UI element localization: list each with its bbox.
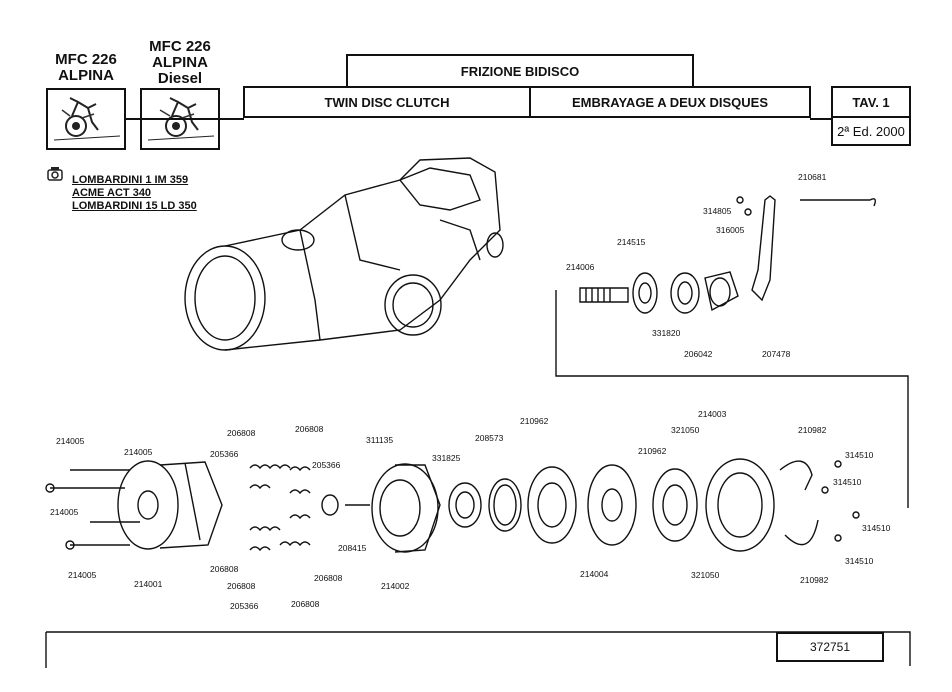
clutch-assembly-drawing	[45, 458, 860, 553]
part-number: 208415	[338, 543, 367, 553]
part-number: 205366	[210, 449, 239, 459]
part-number: 214004	[580, 569, 609, 579]
table-number: TAV. 1	[831, 86, 911, 118]
part-number: 214001	[134, 579, 163, 589]
part-number: 206808	[314, 573, 343, 583]
title-french: EMBRAYAGE A DEUX DISQUES	[529, 86, 811, 118]
title-italian: FRIZIONE BIDISCO	[346, 54, 694, 88]
part-number: 331820	[652, 328, 681, 338]
part-number: 205366	[230, 601, 259, 611]
engine-item: LOMBARDINI 15 LD 350	[72, 200, 197, 212]
part-number: 206808	[291, 599, 320, 609]
tractor-icon	[147, 97, 215, 141]
part-number: 210681	[798, 172, 827, 182]
part-number: 206808	[227, 428, 256, 438]
part-number: 206808	[210, 564, 239, 574]
part-number: 206808	[295, 424, 324, 434]
shaft-assembly-drawing	[555, 195, 909, 508]
part-number: 214003	[698, 409, 727, 419]
part-number: 314510	[862, 523, 891, 533]
part-number: 214002	[381, 581, 410, 591]
engine-icon	[46, 166, 64, 189]
part-number: 314805	[703, 206, 732, 216]
part-number: 210962	[638, 446, 667, 456]
part-number: 321050	[671, 425, 700, 435]
engine-list: LOMBARDINI 1 IM 359 ACME ACT 340 LOMBARD…	[72, 174, 197, 213]
part-number: 210982	[798, 425, 827, 435]
part-number: 314510	[845, 556, 874, 566]
edition-label: 2ª Ed. 2000	[831, 116, 911, 146]
gearbox-housing-drawing	[184, 157, 504, 351]
header-rule	[126, 118, 244, 120]
part-number: 210982	[800, 575, 829, 585]
drawing-code: 372751	[776, 632, 884, 662]
part-number: 311135	[366, 435, 394, 445]
part-number: 205366	[312, 460, 341, 470]
part-number: 214005	[50, 507, 79, 517]
part-number: 214515	[617, 237, 646, 247]
part-number: 331825	[432, 453, 461, 463]
part-number: 214006	[566, 262, 595, 272]
engine-item: LOMBARDINI 1 IM 359	[72, 174, 189, 186]
part-number: 214005	[56, 436, 85, 446]
part-number: 214005	[68, 570, 97, 580]
part-number: 207478	[762, 349, 791, 359]
title-english: TWIN DISC CLUTCH	[243, 86, 531, 118]
bottom-frame	[45, 631, 911, 668]
part-number: 214005	[124, 447, 153, 457]
part-number: 316005	[716, 225, 745, 235]
part-number: 321050	[691, 570, 720, 580]
part-number: 206808	[227, 581, 256, 591]
part-number: 206042	[684, 349, 713, 359]
part-number: 314510	[833, 477, 862, 487]
tractor-thumbnail-1	[46, 88, 126, 150]
part-number: 210962	[520, 416, 549, 426]
tractor-icon	[53, 97, 121, 141]
part-number: 314510	[845, 450, 874, 460]
part-number: 208573	[475, 433, 504, 443]
engine-item: ACME ACT 340	[72, 187, 152, 199]
